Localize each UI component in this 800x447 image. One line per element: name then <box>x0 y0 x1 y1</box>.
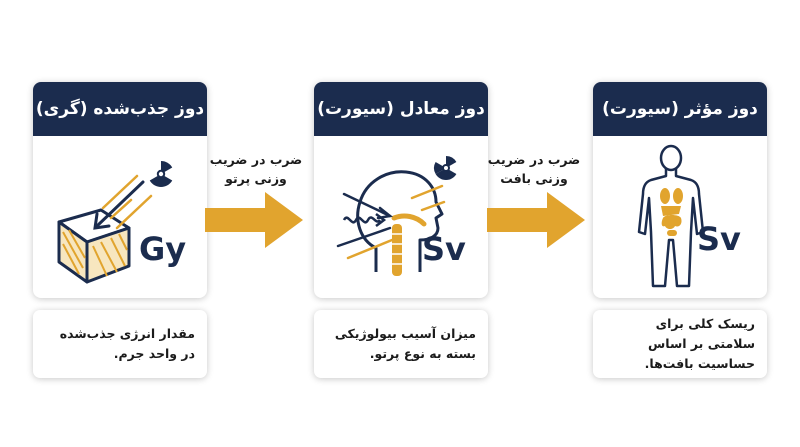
unit-label: Sv <box>422 230 466 268</box>
arrow-right-icon <box>205 192 303 248</box>
arrow-right-icon <box>487 192 585 248</box>
card-effective-dose: دوز مؤثر (سیورت) Sv <box>593 82 767 298</box>
description-box: مقدار انرژی جذب‌شده در واحد جرم. <box>33 310 207 378</box>
arrow-label: ضرب در ضریب وزنی بافت <box>474 150 594 188</box>
card-body: Sv <box>593 136 767 298</box>
card-title: دوز معادل (سیورت) <box>314 82 488 136</box>
arrow-label-line: ضرب در ضریب <box>209 152 303 167</box>
card-body: Gy <box>33 136 207 298</box>
arrow-label-line: وزنی پرتو <box>225 171 287 186</box>
card-equivalent-dose: دوز معادل (سیورت) <box>314 82 488 298</box>
unit-label: Sv <box>697 220 741 258</box>
human-body-icon <box>637 144 705 288</box>
description-box: میزان آسیب بیولوژیکی بسته به نوع پرتو. <box>314 310 488 378</box>
description-box: ریسک کلی برای سلامتی بر اساس حساسیت بافت… <box>593 310 767 378</box>
arrow-label: ضرب در ضریب وزنی پرتو <box>196 150 316 188</box>
unit-label: Gy <box>139 230 187 268</box>
energy-cube-icon <box>57 159 176 284</box>
card-absorbed-dose: دوز جذب‌شده (گری) <box>33 82 207 298</box>
head-profile-icon <box>336 154 460 276</box>
card-title: دوز مؤثر (سیورت) <box>593 82 767 136</box>
arrow-label-line: وزنی بافت <box>500 171 568 186</box>
description-text: ریسک کلی برای سلامتی بر اساس حساسیت بافت… <box>644 316 755 371</box>
description-text: میزان آسیب بیولوژیکی بسته به نوع پرتو. <box>334 326 476 361</box>
card-title: دوز جذب‌شده (گری) <box>33 82 207 136</box>
arrow-label-line: ضرب در ضریب <box>487 152 581 167</box>
description-text: مقدار انرژی جذب‌شده در واحد جرم. <box>59 326 195 361</box>
card-body: Sv <box>314 136 488 298</box>
